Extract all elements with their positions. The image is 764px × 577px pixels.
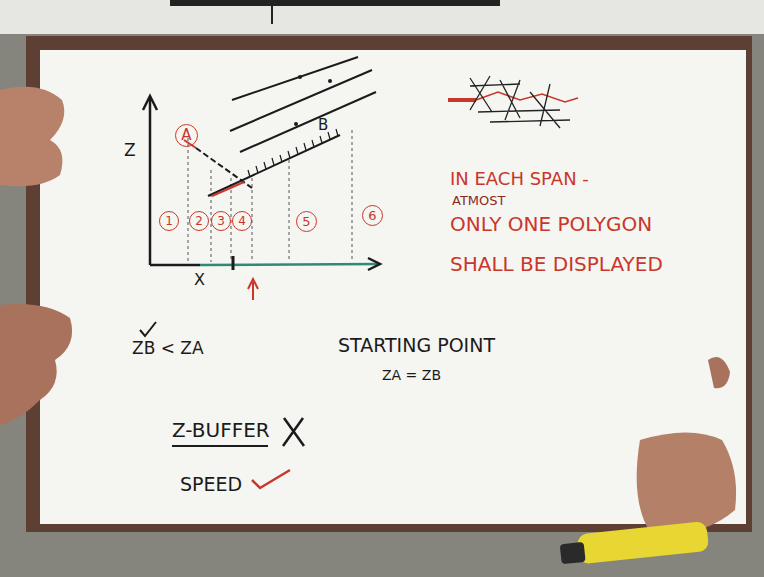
sketch — [470, 76, 570, 128]
polygon-b-edge — [208, 135, 340, 196]
marker — [577, 521, 709, 564]
background-strip — [0, 0, 764, 34]
x-axis — [150, 264, 200, 267]
note-text: ATMOST — [452, 194, 505, 207]
axis-label: X — [194, 272, 205, 288]
callout-number: 4 — [238, 215, 246, 227]
callout-circle: 2 — [189, 211, 209, 231]
x-axis-span — [200, 264, 378, 265]
callout-number: 3 — [217, 215, 225, 227]
callout-circle: A — [175, 124, 198, 147]
underline — [172, 445, 268, 447]
finger — [708, 357, 730, 388]
check-mark — [252, 470, 290, 488]
callout-circle: 1 — [159, 211, 179, 231]
hand — [0, 87, 64, 187]
dark-bar — [170, 0, 500, 6]
marker-tip — [560, 542, 586, 564]
hand — [637, 433, 736, 534]
callout-number: 1 — [165, 215, 173, 227]
cross-mark — [283, 418, 304, 446]
callout-number: 2 — [195, 215, 203, 227]
note-text: SHALL BE DISPLAYED — [450, 254, 663, 274]
note-text: IN EACH SPAN - — [450, 170, 589, 188]
axis-label: Z — [124, 142, 136, 159]
z-axis — [149, 98, 152, 265]
arrowhead — [143, 96, 157, 110]
method-text: Z-BUFFER — [172, 420, 270, 440]
span-dividers — [188, 130, 352, 262]
sketch — [448, 98, 476, 102]
callout-number: 5 — [302, 215, 310, 228]
check-mark — [140, 322, 156, 336]
callout-circle: 4 — [232, 211, 252, 231]
callout-circle: 6 — [362, 205, 383, 226]
arrowhead — [368, 258, 380, 270]
callout-number: A — [181, 128, 191, 143]
condition-text: ZB < ZA — [132, 340, 204, 357]
line-label: B — [318, 118, 328, 133]
tick — [271, 6, 273, 24]
scan-lines — [230, 57, 376, 152]
polygon-b-edge — [212, 182, 244, 196]
callout-circle: 5 — [296, 211, 317, 232]
hatching — [248, 129, 338, 177]
sketch — [476, 92, 578, 102]
note-text: SPEED — [180, 475, 242, 494]
pointer-arrow — [252, 282, 254, 300]
callout-circle: 3 — [211, 211, 231, 231]
tick — [232, 256, 235, 270]
hand — [0, 304, 72, 425]
note-text: ONLY ONE POLYGON — [450, 214, 652, 234]
note-text: STARTING POINT — [338, 336, 495, 355]
arrowhead — [248, 279, 258, 289]
callout-number: 6 — [368, 209, 376, 222]
condition-text: ZA = ZB — [382, 368, 441, 382]
